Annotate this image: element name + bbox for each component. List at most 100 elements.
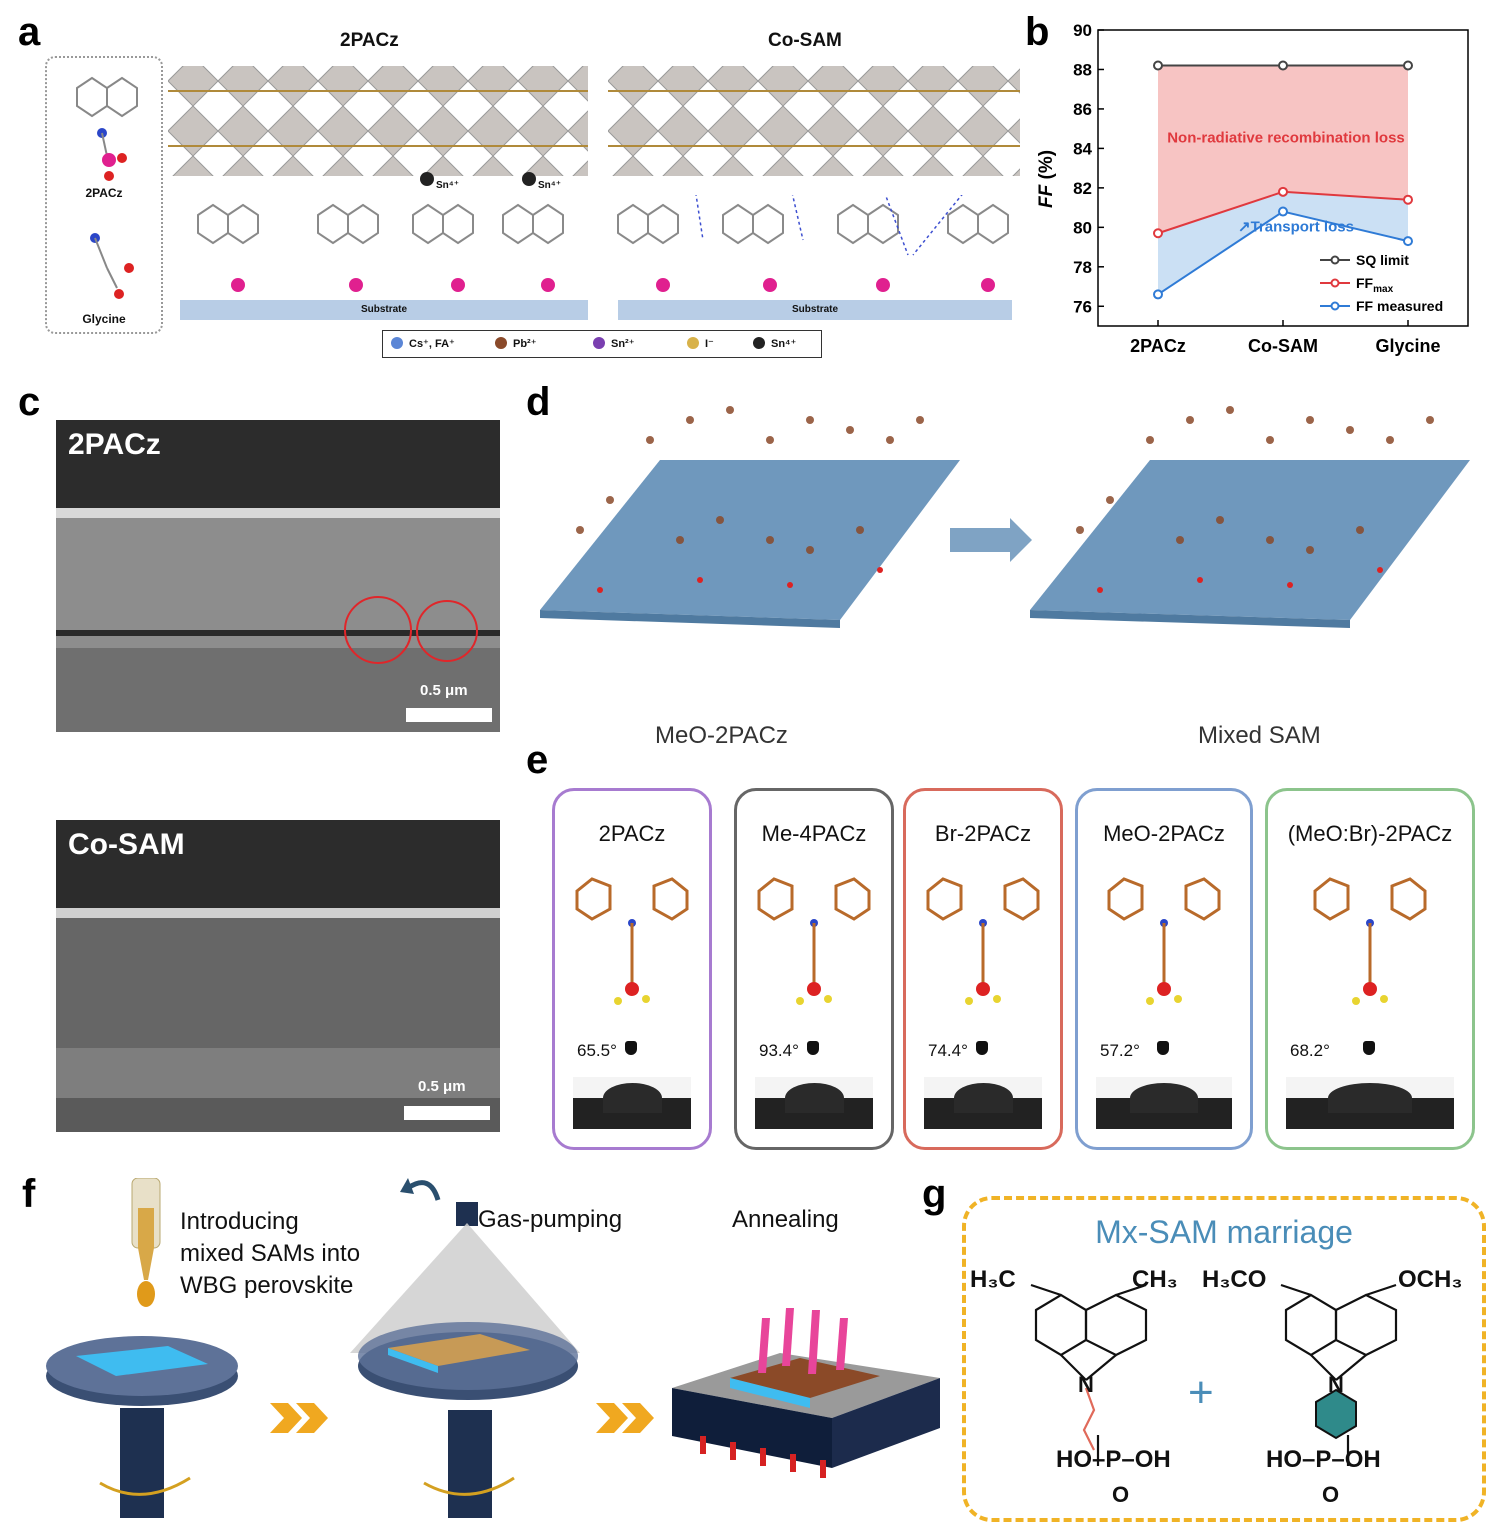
sem-interface-line [56,630,500,636]
scale-text-top: 0.5 μm [420,682,468,699]
legend-label-sn2: Sn²⁺ [611,338,635,350]
molecule-card-title: MeO-2PACz [1103,821,1225,846]
legend-marker-2 [1330,301,1340,311]
nonradiative-loss-area [1158,65,1408,234]
y-tick-label-86: 86 [1073,100,1092,119]
molecule-card: (MeO:Br)-2PACz 68.2° [1265,788,1475,1150]
sem-image-2pacz: 2PACz 0.5 μm [56,420,500,732]
process-illustration [46,1178,940,1518]
sam-molecules [197,195,1009,292]
left-acid: HO–P–OH [1056,1446,1171,1473]
legend-text-1: FFmax [1356,275,1394,295]
contact-angle-image [755,1077,873,1129]
arrow-right [950,518,1032,562]
droplet-profile [953,1083,1013,1113]
series-1-point-1 [1278,186,1288,197]
sn4-label-1: Sn⁴⁺ [436,180,460,191]
legend-text-0: SQ limit [1356,252,1409,268]
molecule-card-title: (MeO:Br)-2PACz [1287,821,1453,846]
annotation-nonradiative: Non-radiative recombination loss [1167,129,1405,146]
molecule-card: MeO-2PACz 57.2° [1075,788,1253,1150]
sam-surface-illustration [540,406,1470,628]
legend-swatch-sn4 [753,337,765,349]
void-circle-1 [344,596,412,664]
substrate-left: Substrate [180,300,588,320]
x-tick-label-0: 2PACz [1130,336,1186,356]
molecule-structure [757,877,871,1005]
x-tick-label-1: Co-SAM [1248,336,1318,356]
legend-swatch-pb [495,337,507,349]
legend-swatch-i [687,337,699,349]
contact-angle-image [1096,1077,1232,1129]
scale-text-bottom: 0.5 μm [418,1078,466,1095]
legend-label-cs-fa: Cs⁺, FA⁺ [409,338,455,350]
legend-marker-1 [1330,278,1340,288]
legend-swatch-sn2 [593,337,605,349]
legend-marker-0 [1330,255,1340,265]
inset-label-glycine: Glycine [82,312,126,326]
contact-angle-value: 57.2° [1100,1041,1140,1060]
right-n: N [1328,1372,1344,1397]
molecule-structure [1107,877,1221,1005]
y-tick-label-84: 84 [1073,139,1092,158]
sn4-ion-1 [420,172,434,186]
sem-label-2pacz: 2PACz [68,428,161,461]
sem-image-cosam: Co-SAM 0.5 μm [56,820,500,1132]
series-1-point-2 [1403,194,1413,205]
panel-a-title-2pacz: 2PACz [340,30,399,51]
molecule-inset: 2PACz Glycine [45,56,163,334]
sem-label-cosam: Co-SAM [68,828,185,861]
droplet-icon [1363,1041,1375,1055]
sem-top-edge [56,508,500,518]
step1-text: Introducing mixed SAMs into WBG perovski… [180,1206,360,1302]
series-1-point-0 [1153,228,1163,239]
contact-angle-value: 65.5° [577,1041,617,1060]
sem-interface-2 [56,1048,500,1098]
contact-angle-value: 74.4° [928,1041,968,1060]
scale-bar-bottom [404,1106,490,1120]
substrate-left-label: Substrate [360,304,408,315]
legend-label-i: I⁻ [705,338,714,350]
contact-angle-value: 93.4° [759,1041,799,1060]
series-0-point-2 [1403,60,1413,71]
molecule-structure [1313,877,1427,1005]
series-2-point-0 [1153,289,1163,300]
substrate-right-label: Substrate [791,304,839,315]
legend-swatch-cs-fa [391,337,403,349]
molecule-structure [575,877,689,1005]
droplet-icon [1157,1041,1169,1055]
contact-angle-value: 68.2° [1290,1041,1330,1060]
droplet-profile [784,1083,844,1113]
right-och3: OCH₃ [1398,1266,1463,1293]
y-tick-label-80: 80 [1073,218,1092,237]
right-acid: HO–P–OH [1266,1446,1381,1473]
legend-text-2: FF measured [1356,298,1443,314]
droplet-profile [602,1083,662,1113]
sn4-label-2: Sn⁴⁺ [538,180,562,191]
sem-top-dark [56,420,500,510]
label-mixed-sam: Mixed SAM [1198,722,1321,749]
panel-label-d: d [526,380,551,424]
substrate-right: Substrate [618,300,1012,320]
y-tick-label-88: 88 [1073,60,1092,79]
transport-loss-area [1158,191,1408,295]
y-tick-label-90: 90 [1073,21,1092,40]
x-tick-label-2: Glycine [1375,336,1440,356]
ion-legend: Cs⁺, FA⁺ Pb²⁺ Sn²⁺ I⁻ Sn⁴⁺ [382,330,822,358]
step1-line2: mixed SAMs into [180,1240,361,1267]
label-meo-2pacz: MeO-2PACz [655,722,788,749]
left-n: N [1078,1372,1094,1397]
contact-angle-image [1286,1077,1454,1129]
sem-perovskite-layer-2 [56,918,500,1048]
mx-sam-box: Mx-SAM marriage H₃C CH₃ H₃CO OCH₃ N N + … [962,1196,1486,1522]
droplet-profile [1328,1083,1412,1113]
panel-label-a: a [18,10,41,54]
molecule-structures [1030,1283,1398,1466]
legend-label-pb: Pb²⁺ [513,338,537,350]
y-tick-label-76: 76 [1073,297,1092,316]
droplet-icon [976,1041,988,1055]
contact-angle-image [924,1077,1042,1129]
series-0-point-0 [1153,60,1163,71]
